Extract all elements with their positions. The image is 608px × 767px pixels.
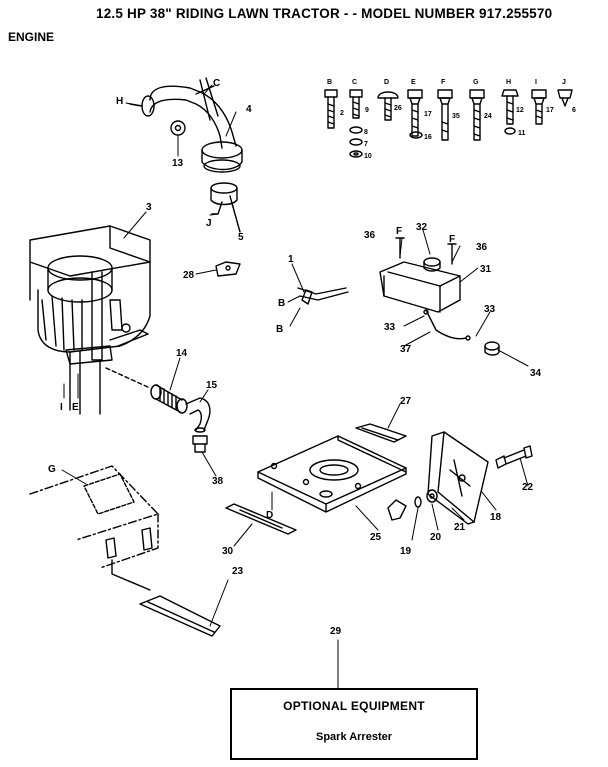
svg-text:F: F (449, 234, 455, 245)
svg-text:I: I (535, 79, 537, 86)
svg-text:31: 31 (480, 264, 492, 275)
svg-text:G: G (48, 464, 56, 475)
svg-text:24: 24 (484, 113, 492, 120)
svg-text:32: 32 (416, 222, 428, 233)
svg-text:36: 36 (476, 242, 488, 253)
svg-text:B: B (327, 79, 332, 86)
svg-text:9: 9 (365, 107, 369, 114)
heat-shield-18 (427, 431, 489, 525)
svg-text:14: 14 (176, 348, 188, 359)
svg-text:21: 21 (454, 522, 466, 533)
engine-plate-25 (257, 435, 407, 513)
svg-text:2: 2 (340, 110, 344, 117)
leader-lines (61, 84, 529, 689)
svg-text:3: 3 (146, 202, 152, 213)
svg-text:6: 6 (572, 107, 576, 114)
fitting-38 (192, 435, 208, 453)
bolt-22 (495, 445, 533, 469)
svg-text:18: 18 (490, 512, 502, 523)
strap-27 (355, 423, 407, 443)
svg-text:B: B (276, 324, 283, 335)
svg-text:22: 22 (522, 482, 534, 493)
engine-block (29, 225, 151, 415)
svg-text:33: 33 (384, 322, 396, 333)
intake-elbow (129, 77, 243, 173)
svg-text:8: 8 (364, 129, 368, 136)
svg-text:26: 26 (394, 105, 402, 112)
svg-text:17: 17 (424, 111, 432, 118)
hardware-labels: B 2 C 9 D 26 E 17 F 35 G 24 H 12 I 17 J … (327, 79, 576, 160)
bracket-28 (215, 261, 241, 277)
svg-text:C: C (213, 78, 220, 89)
svg-text:J: J (562, 79, 566, 86)
hardware-row (324, 89, 573, 158)
svg-text:23: 23 (232, 566, 244, 577)
optional-equipment-title: OPTIONAL EQUIPMENT (283, 699, 425, 713)
svg-text:37: 37 (400, 344, 412, 355)
svg-text:25: 25 (370, 532, 382, 543)
svg-text:11: 11 (518, 130, 526, 137)
deflector-23 (139, 595, 221, 637)
svg-text:28: 28 (183, 270, 195, 281)
svg-text:27: 27 (400, 396, 412, 407)
svg-text:10: 10 (364, 153, 372, 160)
svg-text:4: 4 (246, 104, 252, 115)
strip-30 (225, 503, 297, 535)
svg-text:H: H (506, 79, 511, 86)
muffler-pipe-14 (105, 367, 188, 414)
cap-34 (484, 341, 500, 356)
svg-text:19: 19 (400, 546, 412, 557)
svg-text:5: 5 (238, 232, 244, 243)
svg-text:G: G (473, 79, 479, 86)
svg-text:I: I (60, 402, 63, 413)
svg-text:B: B (278, 298, 285, 309)
svg-text:20: 20 (430, 532, 442, 543)
svg-text:F: F (441, 79, 446, 86)
svg-text:35: 35 (452, 113, 460, 120)
svg-text:E: E (411, 79, 416, 86)
svg-text:12: 12 (516, 107, 524, 114)
svg-text:7: 7 (364, 141, 368, 148)
svg-text:16: 16 (424, 134, 432, 141)
frame-section (29, 465, 159, 591)
svg-text:J: J (206, 218, 212, 229)
svg-text:D: D (384, 79, 389, 86)
svg-text:30: 30 (222, 546, 234, 557)
section-label: ENGINE (8, 30, 55, 44)
svg-text:34: 34 (530, 368, 542, 379)
fasteners-19-21 (387, 489, 438, 521)
optional-equipment-box: OPTIONAL EQUIPMENT Spark Arrester (230, 688, 478, 760)
optional-equipment-item: Spark Arrester (315, 731, 393, 743)
svg-text:1: 1 (288, 254, 294, 265)
svg-text:29: 29 (330, 626, 342, 637)
svg-text:C: C (352, 79, 357, 86)
svg-text:15: 15 (206, 380, 218, 391)
svg-text:13: 13 (172, 158, 184, 169)
clamp-5 (210, 182, 241, 233)
fuel-tank (379, 237, 471, 341)
page-title: 12.5 HP 38" RIDING LAWN TRACTOR - - MODE… (96, 6, 553, 21)
svg-text:33: 33 (484, 304, 496, 315)
elbow-15 (185, 397, 211, 433)
svg-text:D: D (266, 510, 273, 521)
svg-text:36: 36 (364, 230, 376, 241)
svg-text:38: 38 (212, 476, 224, 487)
callout-labels: H C 4 13 J 5 3 28 1 B B 36 F 32 F 36 31 … (48, 78, 542, 637)
svg-text:F: F (396, 226, 402, 237)
svg-text:17: 17 (546, 107, 554, 114)
throttle-cable-1 (297, 287, 349, 305)
svg-text:H: H (116, 96, 123, 107)
svg-text:E: E (72, 402, 79, 413)
